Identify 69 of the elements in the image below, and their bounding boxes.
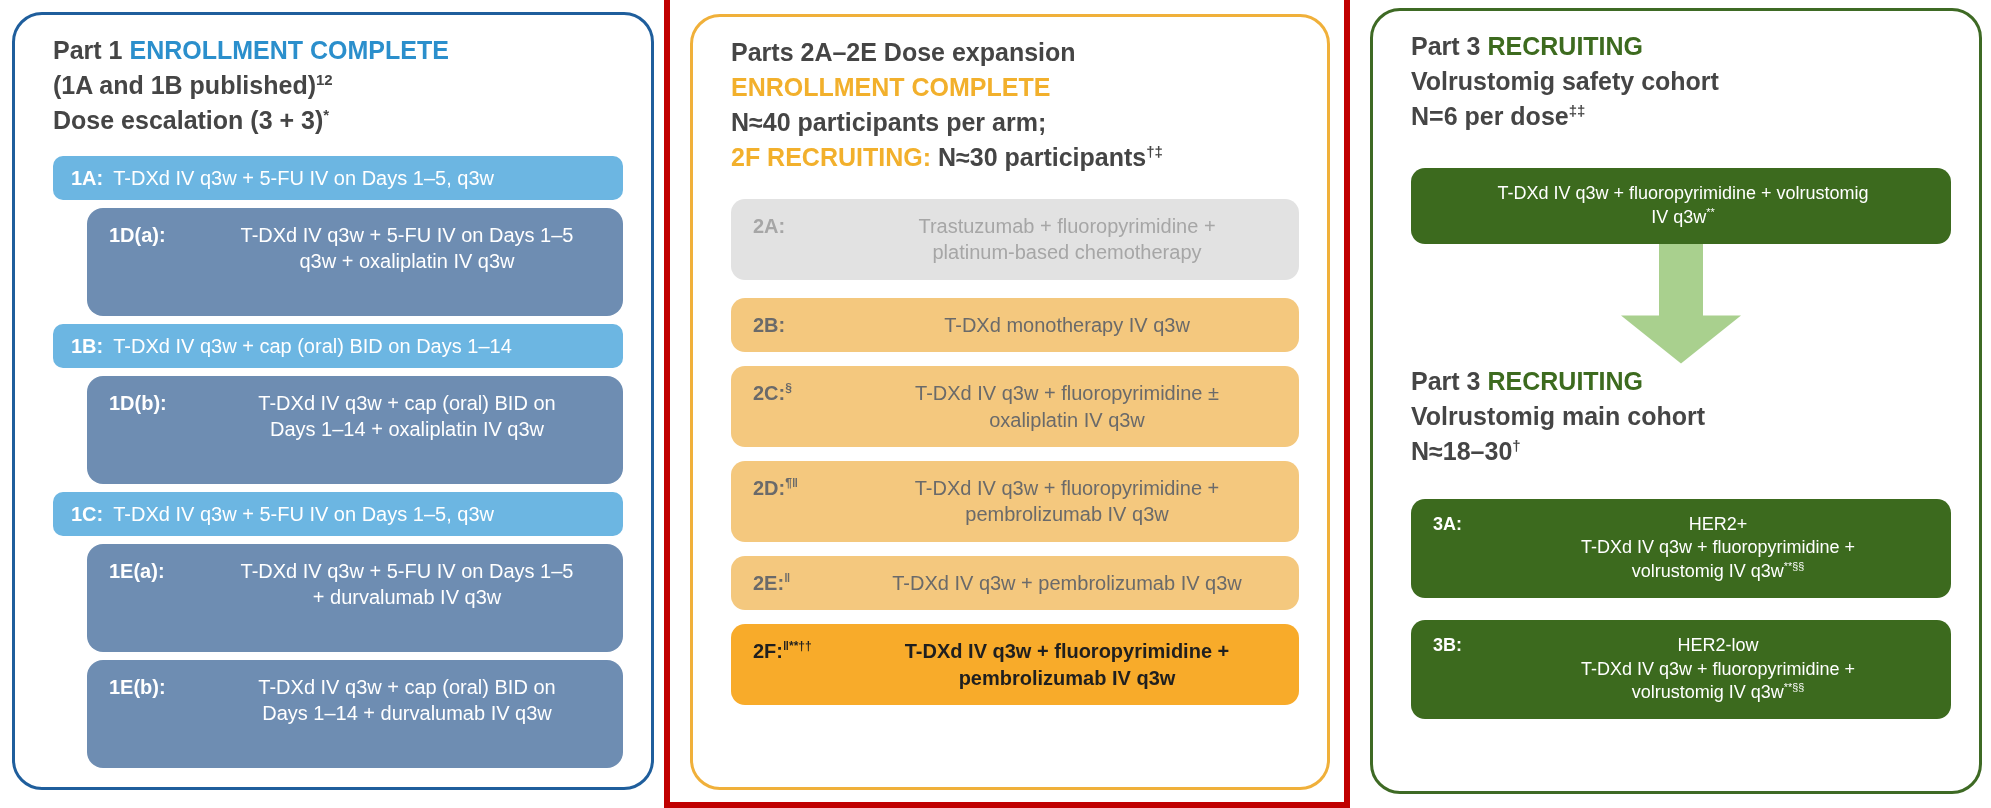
heading-text: Parts 2A–2E Dose expansion	[731, 38, 1076, 66]
regimen-text: T-DXd IV q3w + pembrolizumab IV q3w	[891, 570, 1243, 596]
heading-text: Part 3	[1411, 32, 1481, 60]
heading-text: N=6 per dose$^{‡‡}$	[1411, 102, 1586, 130]
status-text: RECRUITING	[1487, 366, 1644, 395]
heading-text: (1A and 1B published)$^{12}$	[53, 71, 333, 99]
arm-label: 1E(b):	[109, 675, 167, 700]
arm-box	[1411, 619, 1951, 719]
arm-label: 3B:	[1433, 633, 1463, 657]
regimen-text: T-DXd IV q3w + fluoropyrimidine + pembrolizumab IV q3w	[903, 639, 1231, 691]
arm-bar	[53, 324, 623, 368]
heading-text: Dose escalation (3 + 3)$^{*}$	[53, 106, 330, 134]
regimen-text: T-DXd monotherapy IV q3w	[943, 312, 1191, 338]
heading-text: N≈30 participants$^{†‡}$	[938, 143, 1163, 171]
arm-label: 2D:$^{¶‖}$	[753, 475, 799, 501]
arm-box	[731, 297, 1299, 353]
arm-box	[731, 624, 1299, 705]
arm-label: 1C:	[71, 501, 104, 527]
arm-box	[87, 660, 623, 768]
regimen-text: T-DXd IV q3w + 5-FU IV on Days 1–5 + durvalumab IV q3w	[239, 559, 575, 611]
arm-label: 2F:$^{‖**††}$	[753, 638, 813, 665]
arm-label: 2C:$^{§}$	[753, 380, 793, 407]
heading-text: Part 1	[53, 36, 123, 64]
arm-label: 2B:	[753, 312, 787, 338]
arm-label: 1E(a):	[109, 559, 166, 584]
heading-text: Part 3	[1411, 366, 1481, 395]
arm-box	[87, 208, 623, 316]
heading-text: Volrustomig safety cohort	[1411, 67, 1719, 95]
heading-text: N≈18–30$^{†}$	[1411, 436, 1521, 465]
arm-label: 1D(b):	[109, 391, 168, 416]
arm-bar	[53, 492, 623, 536]
part-panel	[1370, 8, 1982, 794]
status-text: ENROLLMENT COMPLETE	[731, 73, 1051, 101]
regimen-text: Trastuzumab + fluoropyrimidine + platinum-based chemotherapy	[917, 214, 1217, 266]
arm-label: 1B:	[71, 333, 104, 359]
heading-text: N≈40 participants per arm;	[731, 108, 1047, 136]
arm-box	[731, 199, 1299, 280]
regimen-text: T-DXd IV q3w + fluoropyrimidine + volrustomig IV q3w$^{**§§}$	[1579, 536, 1857, 583]
heading-text: Volrustomig main cohort	[1411, 401, 1705, 430]
regimen-text: T-DXd IV q3w + fluoropyrimidine + pembrolizumab IV q3w	[913, 475, 1221, 528]
regimen-text: T-DXd IV q3w + cap (oral) BID on Days 1–14 + durvalumab IV q3w	[257, 675, 557, 727]
arm-bar	[53, 156, 623, 200]
block-arrow	[1621, 243, 1741, 364]
arm-box	[1411, 498, 1951, 598]
arm-box	[731, 460, 1299, 542]
regimen-text: T-DXd IV q3w + cap (oral) BID on Days 1–14 + oxaliplatin IV q3w	[257, 391, 557, 443]
arm-label: 3A:	[1433, 512, 1463, 536]
status-text: ENROLLMENT COMPLETE	[129, 36, 449, 64]
arm-box	[1411, 168, 1951, 244]
arm-label: 2A:	[753, 214, 787, 239]
regimen-text: T-DXd IV q3w + 5-FU IV on Days 1–5, q3w	[113, 165, 494, 191]
cohort-label: HER2+	[1687, 512, 1749, 536]
regimen-text: T-DXd IV q3w + 5-FU IV on Days 1–5, q3w	[113, 501, 494, 527]
arm-label: 1A:	[71, 165, 104, 191]
status-text: 2F RECRUITING:	[731, 143, 931, 171]
arm-box	[731, 555, 1299, 611]
arm-label: 2E:$^{‖}$	[753, 570, 792, 596]
arm-box	[87, 376, 623, 484]
regimen-text: T-DXd IV q3w + fluoropyrimidine + volrustomig IV q3w$^{**}$	[1496, 182, 1870, 229]
regimen-text: T-DXd IV q3w + fluoropyrimidine + volrustomig IV q3w$^{**§§}$	[1579, 657, 1857, 705]
arm-box	[87, 544, 623, 652]
cohort-label: HER2-low	[1676, 633, 1760, 657]
status-text: RECRUITING	[1487, 32, 1644, 60]
regimen-text: T-DXd IV q3w + fluoropyrimidine ± oxaliplatin IV q3w	[914, 381, 1220, 433]
regimen-text: T-DXd IV q3w + cap (oral) BID on Days 1–14	[113, 333, 512, 359]
regimen-text: T-DXd IV q3w + 5-FU IV on Days 1–5 q3w + oxaliplatin IV q3w	[239, 223, 575, 275]
arm-label: 1D(a):	[109, 223, 167, 248]
part-panel	[12, 12, 654, 790]
arm-box	[731, 366, 1299, 447]
